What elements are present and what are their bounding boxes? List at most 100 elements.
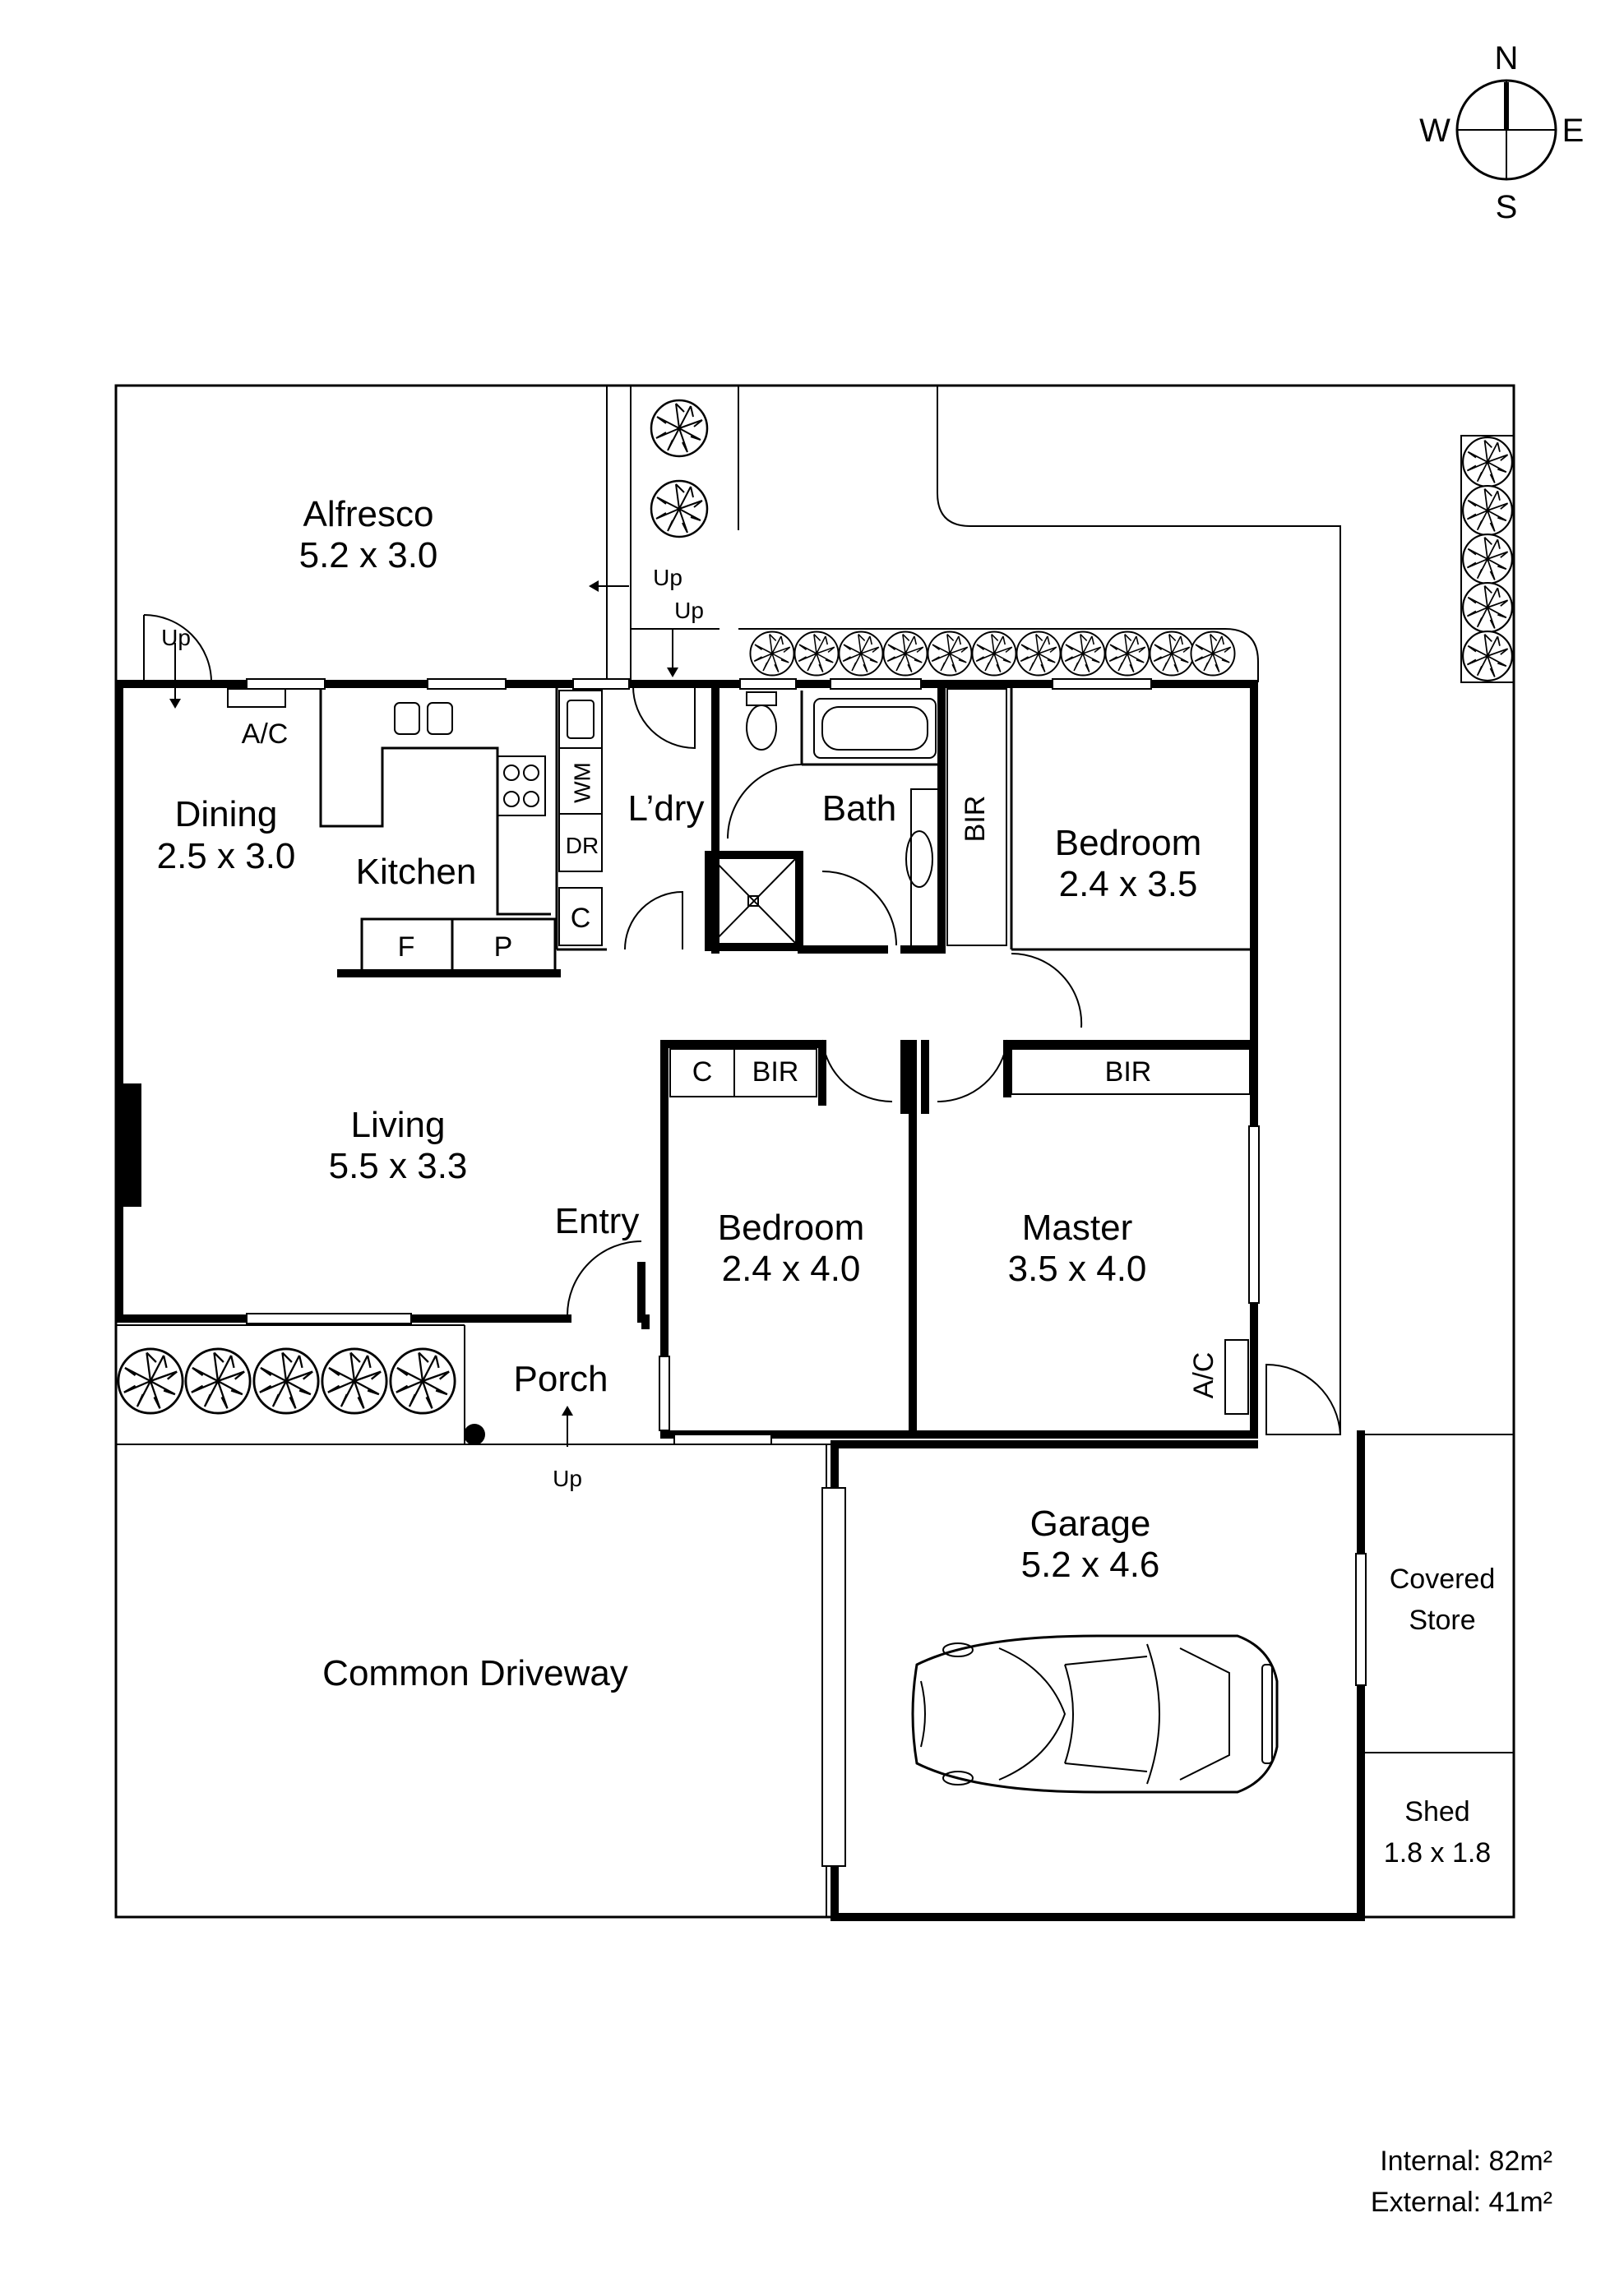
compass-west: W	[1419, 113, 1450, 149]
window	[1355, 1553, 1367, 1686]
covered-store-label: Covered	[1390, 1564, 1496, 1595]
cupboard	[558, 887, 603, 946]
shrub	[1461, 484, 1514, 537]
window	[246, 678, 326, 690]
shrub	[184, 1347, 252, 1415]
windows	[246, 678, 1367, 1867]
car-icon	[911, 1634, 1279, 1794]
compass-east: E	[1562, 113, 1585, 149]
sink-icon	[394, 702, 420, 735]
fridge-label: F	[398, 931, 415, 963]
alfresco-label: Alfresco	[303, 494, 434, 534]
driveway-label: Common Driveway	[322, 1653, 628, 1693]
garage-label: Garage	[1030, 1504, 1151, 1544]
door	[1011, 952, 1083, 1028]
c-label: C	[571, 903, 591, 934]
porch-label: Porch	[514, 1359, 608, 1399]
living-label: Living	[351, 1105, 446, 1145]
window	[739, 678, 797, 690]
shrub	[650, 399, 709, 458]
window	[673, 1434, 772, 1445]
window	[572, 678, 630, 690]
up-label: Up	[674, 598, 704, 623]
toilet-icon	[746, 705, 777, 751]
shrub	[1461, 436, 1514, 488]
window	[427, 678, 507, 690]
external-area: External: 41m²	[1371, 2187, 1552, 2218]
bir-cupboard	[1011, 1048, 1251, 1095]
shrub	[1104, 631, 1150, 677]
porch-column	[464, 1424, 485, 1445]
bedroom2-label: Bedroom	[1055, 823, 1202, 863]
door	[567, 1240, 642, 1316]
compass-north: N	[1495, 40, 1519, 76]
sink-icon	[427, 702, 453, 735]
trough-icon	[558, 690, 603, 749]
shrub	[1016, 631, 1062, 677]
ac-label: A/C	[1188, 1352, 1219, 1399]
bir-cupboard	[946, 688, 1007, 946]
planter-box	[1460, 435, 1515, 683]
door	[937, 1039, 1008, 1103]
bir-label: BIR	[960, 796, 991, 843]
door	[821, 1039, 893, 1103]
bir-cupboard	[733, 1048, 817, 1097]
step-arrows	[169, 580, 678, 1447]
shrub	[1461, 581, 1514, 634]
ac-unit	[227, 688, 286, 708]
door	[143, 614, 212, 683]
window	[659, 1356, 670, 1431]
compass-needle	[1504, 82, 1509, 130]
door	[624, 890, 683, 950]
dining-label: Dining	[175, 794, 278, 834]
shrub	[1461, 630, 1514, 682]
ac-label: A/C	[242, 718, 289, 750]
vanity	[910, 788, 942, 950]
garage-dim: 5.2 x 4.6	[1021, 1545, 1160, 1585]
master-dim: 3.5 x 4.0	[1008, 1249, 1147, 1289]
bir-label: BIR	[1105, 1056, 1152, 1088]
bedroom3-label: Bedroom	[718, 1208, 865, 1248]
bir-label: BIR	[752, 1056, 799, 1088]
compass: N E S W	[1419, 40, 1584, 225]
shrub	[1149, 631, 1195, 677]
kitchen-label: Kitchen	[356, 852, 477, 892]
shrub	[1190, 631, 1236, 677]
cooktop-icon	[497, 755, 546, 816]
bath-label: Bath	[822, 788, 897, 829]
garage-door	[821, 1487, 846, 1867]
up-label: Up	[161, 625, 191, 650]
living-dim: 5.5 x 3.3	[329, 1146, 468, 1186]
dining-dim: 2.5 x 3.0	[157, 836, 296, 876]
covered-store-label-2: Store	[1409, 1605, 1475, 1636]
ac-unit	[1224, 1339, 1249, 1415]
shrub	[117, 1347, 184, 1415]
bedroom2-dim: 2.4 x 3.5	[1059, 864, 1198, 904]
c-label: C	[692, 1056, 713, 1088]
shed-dim: 1.8 x 1.8	[1384, 1837, 1491, 1869]
toilet-cistern	[746, 691, 777, 706]
shrub	[321, 1347, 388, 1415]
door	[1265, 1363, 1342, 1435]
shrub	[971, 631, 1017, 677]
shrub	[882, 631, 928, 677]
laundry-label: L’dry	[628, 788, 705, 829]
shrub	[838, 631, 884, 677]
basin-icon	[905, 830, 933, 888]
labels: Alfresco 5.2 x 3.0 Up Up Up Up A/C Dinin…	[157, 494, 1552, 2218]
shrub	[252, 1347, 320, 1415]
wm-label: WM	[569, 762, 595, 803]
window	[1248, 1125, 1260, 1304]
door	[821, 871, 897, 946]
master-label: Master	[1022, 1208, 1132, 1248]
window	[246, 1313, 412, 1324]
drain-icon	[747, 895, 759, 907]
window	[830, 678, 922, 690]
shrub	[1060, 631, 1106, 677]
doors	[143, 614, 1342, 1435]
shrub	[389, 1347, 456, 1415]
shrub	[927, 631, 973, 677]
bathtub	[813, 698, 937, 759]
compass-south: S	[1496, 189, 1518, 225]
